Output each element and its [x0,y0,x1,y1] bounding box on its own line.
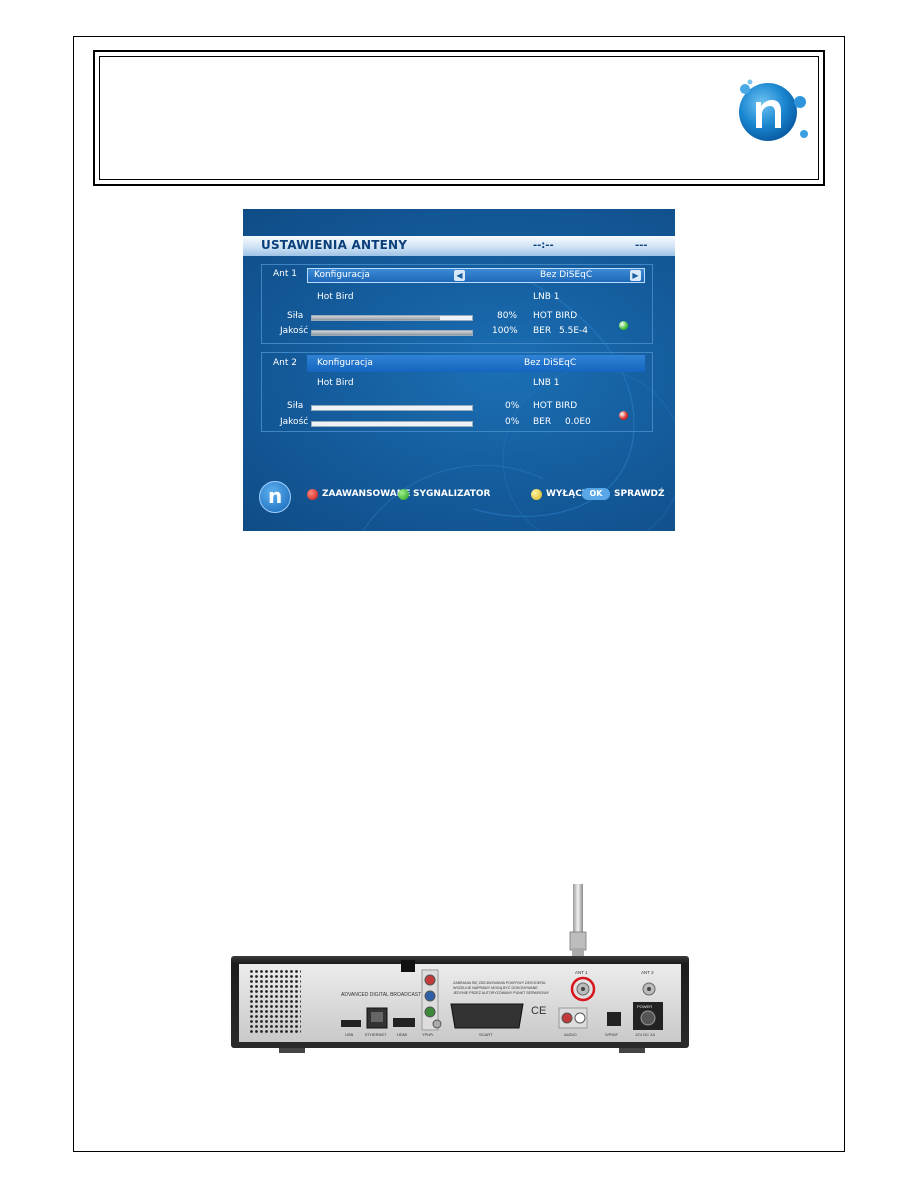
warning-line-1: ZABRANIA SIĘ ZDEJMOWANIA POKRYWY DEKODER… [453,981,546,985]
ant1-port-label: ANT 1 [575,970,588,975]
ant1-strength-label: Siła [287,311,304,321]
ant2-satellite: Hot Bird [317,378,354,388]
svg-text:USB: USB [345,1032,354,1037]
receiver-rear-panel: ADVANCED DIGITAL BROADCAST USB ETHERNET … [231,884,689,1053]
ant2-status-led [619,411,628,420]
ant2-panel [261,352,653,432]
ant1-quality-fill [312,331,472,335]
ant2-port-label: ANT 2 [641,970,654,975]
ok-button[interactable]: OK [582,488,610,500]
green-key-icon[interactable] [398,489,409,500]
ant2-strength-value: 0% [505,401,520,411]
ant1-arrow-left-icon[interactable]: ◀ [454,270,465,281]
ant1-quality-bar [311,330,473,336]
header-inner-border [99,56,819,180]
svg-text:12V DC 2A: 12V DC 2A [635,1032,655,1037]
brand-text: ADVANCED DIGITAL BROADCAST [341,992,421,998]
warning-line-2: WSZELKIE NAPRAWY MOGĄ BYĆ DOKONYWANE [453,985,538,990]
ant1-strength-fill [312,316,440,320]
clock: --:-- [533,240,554,251]
ant2-sat-name: HOT BIRD [533,401,578,411]
channel-indicator: --- [635,240,648,251]
svg-text:S/PDIF: S/PDIF [605,1032,618,1037]
ant1-highlight-ring [570,976,596,1002]
ant2-label: Ant 2 [273,358,297,368]
ant2-quality-value: 0% [505,417,520,427]
ant1-config-row[interactable]: Konfiguracja ◀ Bez DiSEqC ▶ [307,268,645,283]
ant1-config-label: Konfiguracja [314,270,370,280]
ant1-arrow-right-icon[interactable]: ▶ [630,270,641,281]
ant1-quality-value: 100% [492,326,518,336]
svg-text:POWER: POWER [637,1004,652,1009]
svg-text:AUDIO: AUDIO [564,1032,577,1037]
ant2-quality-label: Jakość [280,417,309,427]
page-frame [73,36,845,1152]
n-logo-icon [739,79,808,141]
ant2-strength-bar [311,405,473,411]
ant1-ber-value: 5.5E-4 [559,326,588,336]
antenna-cable [573,884,583,936]
f-connector [569,931,587,951]
tv-screen: USTAWIENIA ANTENY --:-- --- Ant 1 Konfig… [243,209,675,531]
ant1-sat-name: HOT BIRD [533,311,578,321]
ant1-satellite: Hot Bird [317,292,354,302]
rear-plate [239,964,681,1042]
ant1-lnb: LNB 1 [533,292,560,302]
svg-text:HDMI: HDMI [397,1032,407,1037]
ce-mark: CE [531,1005,546,1017]
ant2-config-label: Konfiguracja [317,358,373,368]
svg-text:ETHERNET: ETHERNET [365,1032,387,1037]
ant2-config-value: Bez DiSEqC [524,358,577,368]
header-box [93,50,825,186]
warning-line-3: JEDYNIE PRZEZ AUTORYZOWANY PUNKT SERWISO… [453,991,550,995]
ant1-label: Ant 1 [273,269,297,279]
ant2-strength-label: Siła [287,401,304,411]
ant2-quality-bar [311,421,473,427]
green-key-label[interactable]: SYGNALIZATOR [413,489,491,499]
ant1-quality-label: Jakość [280,326,309,336]
ant2-ber-label: BER [533,417,552,427]
ant1-strength-value: 80% [497,311,518,321]
bottom-n-logo-icon: n [259,481,291,513]
ant1-strength-bar [311,315,473,321]
ant2-ber-value: 0.0E0 [565,417,591,427]
vent-grille [249,968,301,1034]
ant2-lnb: LNB 1 [533,378,560,388]
svg-text:YPbPr: YPbPr [422,1032,434,1037]
red-key-icon[interactable] [307,489,318,500]
ant1-status-led [619,321,628,330]
red-key-label[interactable]: ZAAWANSOWANE [322,489,411,499]
scart-port [450,1003,524,1029]
screen-title: USTAWIENIA ANTENY [261,238,408,252]
ant1-config-value: Bez DiSEqC [540,270,593,280]
yellow-key-label[interactable]: WYŁĄCZ [546,489,589,499]
ok-action-label[interactable]: SPRAWDŹ [614,489,665,499]
svg-text:SCART: SCART [479,1032,493,1037]
ant2-config-row[interactable]: Konfiguracja Bez DiSEqC [307,355,645,372]
ant1-panel [261,264,653,344]
yellow-key-icon[interactable] [531,489,542,500]
hdmi-port [393,1018,415,1027]
ant1-ber-label: BER [533,326,552,336]
title-bar [243,236,675,256]
usb-port [341,1020,361,1027]
spdif-port [607,1012,621,1026]
